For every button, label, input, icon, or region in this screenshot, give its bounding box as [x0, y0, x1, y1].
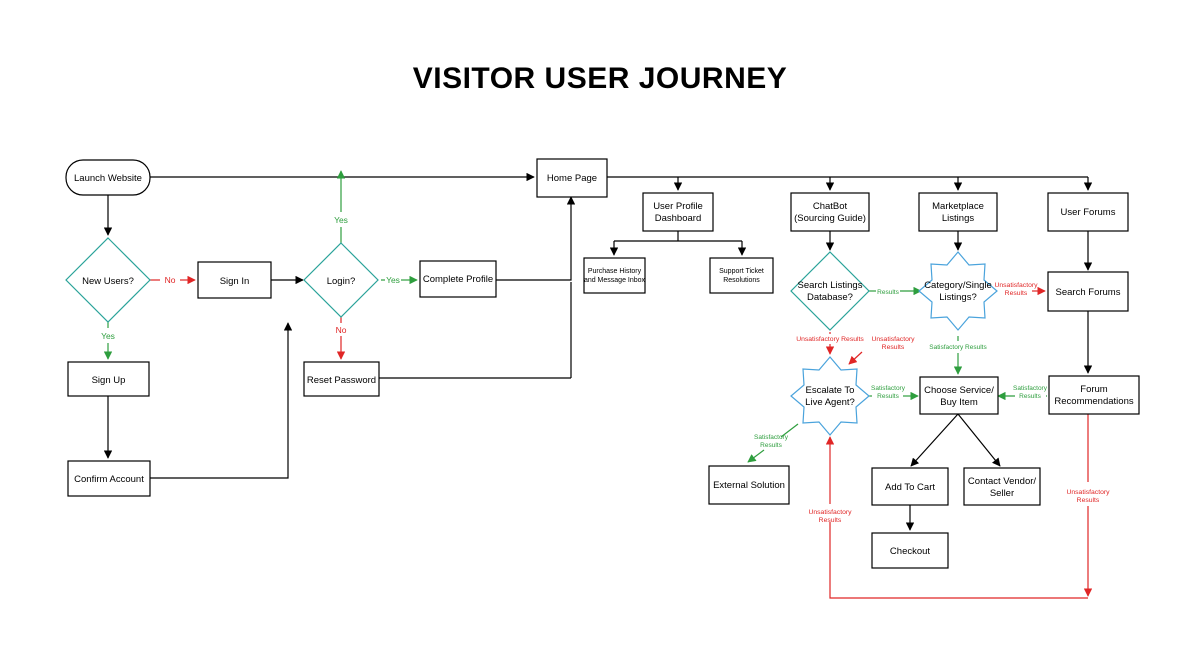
node-confirm — [67, 460, 151, 497]
label-home: Home Page — [547, 173, 597, 184]
label-category-unsat-diag-1: Unsatisfactory — [871, 336, 915, 343]
label-category-unsat-2: Results — [1005, 290, 1028, 297]
edge-choose-contact — [957, 413, 1001, 467]
label-loop-unsat-2: Results — [819, 517, 842, 524]
label-purchase-1: Purchase History — [588, 268, 642, 275]
label-category-1: Category/Single — [924, 280, 992, 291]
node-reset — [303, 361, 380, 397]
edge-loop-bottom — [829, 522, 1088, 599]
label-category-unsat-diag-2: Results — [882, 344, 905, 351]
label-category-sat: Satisfactory Results — [929, 344, 987, 351]
label-escalate-2: Live Agent? — [805, 397, 855, 408]
label-forum-rec-sat-1: Satisfactory — [1013, 385, 1048, 392]
label-new-users-yes: Yes — [101, 331, 115, 341]
label-escalate-ext-2: Results — [760, 442, 782, 449]
label-escalate-1: Escalate To — [806, 385, 855, 396]
label-escalate-sat-1: Satisfactory — [871, 385, 906, 392]
label-search-db-results: Results — [877, 289, 899, 296]
node-external — [708, 465, 790, 505]
label-external: External Solution — [713, 480, 785, 491]
label-complete: Complete Profile — [423, 274, 493, 285]
edge-escalate-external-b — [747, 449, 765, 463]
node-escalate — [790, 356, 870, 436]
node-login — [303, 242, 379, 318]
edge-confirm-login — [150, 322, 293, 479]
edge-complete-home — [496, 196, 576, 281]
label-chatbot-2: (Sourcing Guide) — [794, 213, 866, 224]
label-support-1: Support Ticket — [719, 268, 764, 275]
label-new-users: New Users? — [82, 276, 134, 287]
label-launch: Launch Website — [74, 173, 142, 184]
label-support-2: Resolutions — [723, 277, 760, 284]
node-checkout — [871, 532, 949, 569]
label-login-no: No — [336, 325, 347, 335]
node-new-users — [65, 237, 151, 323]
label-search-db-2: Database? — [807, 292, 853, 303]
label-escalate-ext-1: Satisfactory — [754, 434, 789, 441]
label-purchase-2: and Message Inbox — [584, 277, 646, 284]
label-choose-1: Choose Service/ — [924, 385, 994, 396]
node-choose — [919, 376, 999, 415]
label-search-forums: Search Forums — [1056, 287, 1121, 298]
page-title: VISITOR USER JOURNEY — [412, 62, 788, 95]
label-market-2: Listings — [942, 213, 974, 224]
label-forum-rec-unsat-1: Unsatisfactory — [1066, 489, 1110, 496]
label-loop-unsat-1: Unsatisfactory — [808, 509, 852, 516]
node-sign-up — [67, 361, 150, 397]
label-dashboard-1: User Profile — [653, 201, 703, 212]
node-market — [918, 192, 998, 232]
label-chatbot-1: ChatBot — [813, 201, 848, 212]
node-search-db — [790, 251, 870, 331]
node-dashboard — [642, 192, 714, 232]
label-forum-rec-unsat-2: Results — [1077, 497, 1100, 504]
node-contact — [963, 467, 1041, 506]
edge-category-escalate — [848, 351, 863, 365]
label-category-2: Listings? — [939, 292, 977, 303]
label-forum-rec-1: Forum — [1080, 384, 1108, 395]
label-checkout: Checkout — [890, 546, 930, 557]
label-contact-2: Seller — [990, 488, 1014, 499]
label-forum-rec-sat-2: Results — [1019, 393, 1041, 400]
node-sign-in — [197, 261, 272, 299]
edge-escalate-external-a — [780, 423, 799, 438]
edge-choose-cart — [910, 413, 959, 467]
label-category-unsat-1: Unsatisfactory — [994, 282, 1038, 289]
label-confirm: Confirm Account — [74, 474, 144, 485]
node-purchase — [583, 257, 646, 294]
label-forum-rec-2: Recommendations — [1054, 396, 1133, 407]
node-search-forums — [1047, 271, 1129, 312]
label-new-users-no: No — [165, 275, 176, 285]
node-cart — [871, 467, 949, 506]
label-login-yes-up: Yes — [334, 215, 348, 225]
label-sign-in: Sign In — [220, 276, 250, 287]
label-login: Login? — [327, 276, 356, 287]
label-dashboard-2: Dashboard — [655, 213, 701, 224]
label-market-1: Marketplace — [932, 201, 984, 212]
node-support — [709, 257, 774, 294]
label-cart: Add To Cart — [885, 482, 935, 493]
node-launch — [65, 159, 151, 196]
label-contact-1: Contact Vendor/ — [968, 476, 1036, 487]
node-chatbot — [790, 192, 870, 232]
label-choose-2: Buy Item — [940, 397, 978, 408]
node-forum-rec — [1048, 375, 1140, 415]
label-search-db-1: Search Listings — [798, 280, 863, 291]
label-reset: Reset Password — [307, 375, 376, 386]
node-forums — [1047, 192, 1129, 232]
connectors — [103, 170, 1093, 599]
label-search-db-unsat: Unsatisfactory Results — [796, 336, 864, 343]
label-sign-up: Sign Up — [92, 375, 126, 386]
node-category — [918, 251, 998, 331]
label-escalate-sat-2: Results — [877, 393, 899, 400]
node-home — [536, 158, 608, 198]
node-complete — [419, 260, 497, 298]
label-login-yes-right: Yes — [386, 275, 400, 285]
label-forums: User Forums — [1061, 207, 1116, 218]
